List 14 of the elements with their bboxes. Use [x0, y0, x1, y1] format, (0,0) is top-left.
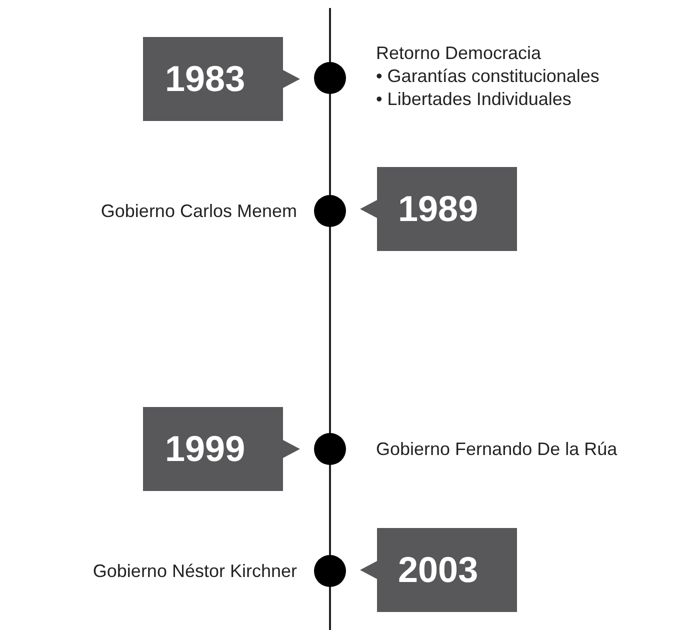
timeline-dot [314, 433, 346, 465]
timeline-dot [314, 555, 346, 587]
year-tag: 1989 [360, 167, 517, 251]
event-description: Retorno Democracia [376, 42, 542, 64]
year-tag: 1999 [143, 407, 300, 491]
event-description: Gobierno Carlos Menem [100, 200, 297, 222]
timeline-dot [314, 195, 346, 227]
event-description: Gobierno Fernando De la Rúa [376, 438, 618, 460]
event-description: Gobierno Néstor Kirchner [92, 560, 297, 582]
year-tag: 1983 [143, 37, 300, 121]
bullet-item: • Garantías constitucionales [376, 65, 600, 87]
bullet-item: • Libertades Individuales [376, 88, 572, 110]
timeline-dot [314, 62, 346, 94]
year-tag: 2003 [360, 528, 517, 612]
